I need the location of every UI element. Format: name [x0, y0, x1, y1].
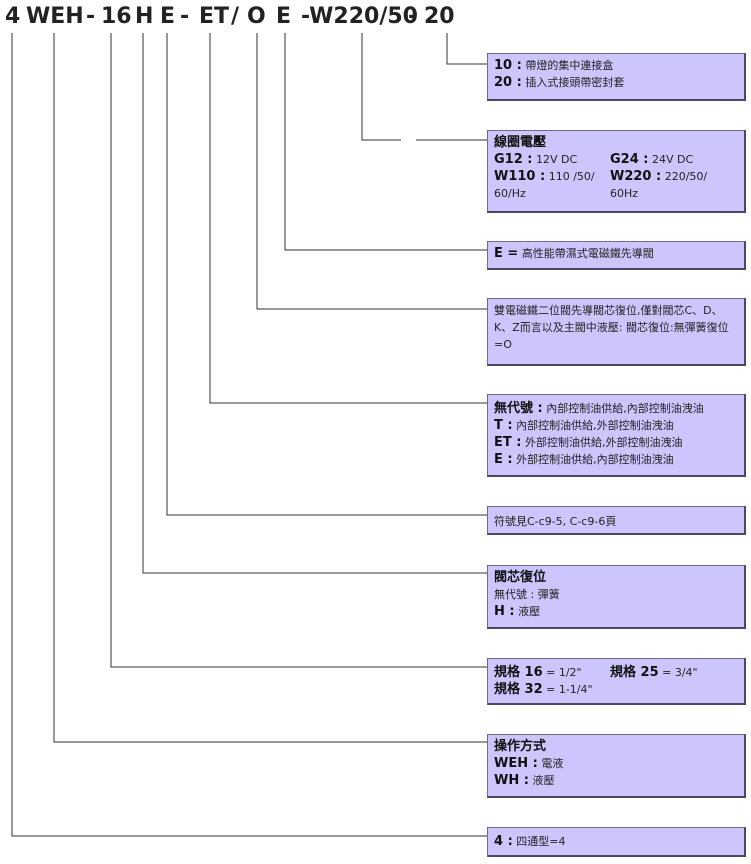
box-pilot: E = 高性能帶濕式電磁鐵先導閥 [487, 241, 746, 270]
size-32-desc: = 1-1/4" [542, 683, 593, 696]
voltage-g12-key: G12 : [494, 152, 533, 167]
spool-return-none-key: 無代號 : [494, 588, 535, 601]
code-pilot: E [276, 4, 292, 29]
voltage-w110-key: W110 : [494, 169, 546, 184]
leader-pilot [284, 33, 487, 251]
box-spool-return: 閥芯復位 無代號 : 彈簧 H : 液壓 [487, 565, 746, 629]
code-dash: - [408, 4, 418, 29]
spool-return-h-key: H : [494, 604, 515, 619]
operation-title: 操作方式 [494, 739, 547, 754]
operation-wh-desc: 液壓 [528, 774, 555, 787]
code-dash: - [180, 4, 190, 29]
operation-weh-desc: 電液 [537, 757, 564, 770]
leader-voltage [361, 33, 401, 141]
operation-wh-key: WH : [494, 773, 529, 788]
voltage-g24-desc: 24V DC [648, 153, 694, 166]
oil-none-desc: 內部控制油供給,內部控制油洩油 [542, 402, 704, 415]
ways-desc: 四通型=4 [512, 835, 566, 848]
code-operation: WEH [26, 4, 84, 29]
code-oil: ET [199, 4, 230, 29]
spool-return-title: 閥芯復位 [494, 570, 547, 585]
leader-way [11, 33, 487, 837]
size-25-desc: = 3/4" [658, 666, 698, 679]
pilot-desc: 高性能帶濕式電磁鐵先導閥 [518, 247, 654, 260]
box-connector: 10 : 帶燈的集中連接盒 20 : 插入式接頭帶密封套 [487, 53, 746, 101]
voltage-w220-key: W220 : [610, 169, 662, 184]
leader-connector [446, 33, 487, 65]
voltage-w220-desc: 220/50/ 60Hz [610, 170, 708, 200]
box-symbol: 符號見C-c9-5, C-c9-6頁 [487, 506, 746, 535]
spool-return-h-desc: 液壓 [514, 605, 541, 618]
box-control-oil: 無代號 : 內部控制油供給,內部控制油洩油 T : 內部控制油供給,外部控制油洩… [487, 394, 746, 477]
connector-20-key: 20 : [494, 75, 522, 90]
box-pilot-spool-return: 雙電磁鐵二位閥先導閥芯復位,僅對閥芯C、D、K、Z而言以及主閥中液壓: 閥芯復位… [487, 298, 746, 366]
size-32-key: 規格 32 [494, 682, 543, 697]
code-voltage: -W220/50 [301, 4, 418, 29]
voltage-g12-desc: 12V DC [532, 153, 578, 166]
pilot-spool-return-desc: 雙電磁鐵二位閥先導閥芯復位,僅對閥芯C、D、K、Z而言以及主閥中液壓: 閥芯復位… [494, 304, 729, 351]
box-ways: 4 : 四通型=4 [487, 827, 746, 857]
leader-size [110, 33, 487, 668]
code-ways: 4 [5, 4, 21, 29]
voltage-title: 線圈電壓 [494, 135, 547, 150]
size-25-key: 規格 25 [610, 665, 659, 680]
oil-e-desc: 外部控制油供給,內部控制油洩油 [512, 453, 674, 466]
leader-operation [53, 33, 487, 743]
voltage-w110-desc: 110 /50/ 60/Hz [494, 170, 595, 200]
box-voltage: 線圈電壓 G12 : 12V DC G24 : 24V DC W110 : 110… [487, 130, 746, 213]
oil-et-desc: 外部控制油供給,外部控制油洩油 [521, 436, 683, 449]
symbol-desc: 符號見C-c9-5, C-c9-6頁 [494, 515, 617, 528]
code-dash: - [86, 4, 96, 29]
operation-weh-key: WEH : [494, 756, 538, 771]
code-size: 16 [101, 4, 132, 29]
connector-10-key: 10 : [494, 58, 522, 73]
oil-t-desc: 內部控制油供給,外部控制油洩油 [512, 419, 674, 432]
leader-oil [209, 33, 487, 404]
spool-return-none-desc: 彈簧 [534, 588, 560, 601]
pilot-key: E = [494, 246, 519, 261]
voltage-g24-key: G24 : [610, 152, 649, 167]
leader-symbol [166, 33, 487, 516]
size-16-key: 規格 16 [494, 665, 543, 680]
code-pilot-return: O [247, 4, 266, 29]
code-spool-return: H [135, 4, 154, 29]
ways-key: 4 : [494, 834, 513, 849]
box-operation: 操作方式 WEH : 電液 WH : 液壓 [487, 734, 746, 798]
code-symbol: E [160, 4, 176, 29]
connector-10-desc: 帶燈的集中連接盒 [521, 59, 614, 72]
code-connector: 20 [424, 4, 455, 29]
code-slash: / [231, 4, 240, 29]
box-size: 規格 16 = 1/2" 規格 25 = 3/4" 規格 32 = 1-1/4" [487, 658, 746, 705]
leader-return [142, 33, 487, 574]
oil-et-key: ET : [494, 435, 522, 450]
oil-e-key: E : [494, 452, 513, 467]
oil-t-key: T : [494, 418, 513, 433]
oil-none-key: 無代號 : [494, 401, 543, 416]
leader-spool-return [256, 33, 487, 310]
size-16-desc: = 1/2" [542, 666, 582, 679]
connector-20-desc: 插入式接頭帶密封套 [521, 76, 625, 89]
